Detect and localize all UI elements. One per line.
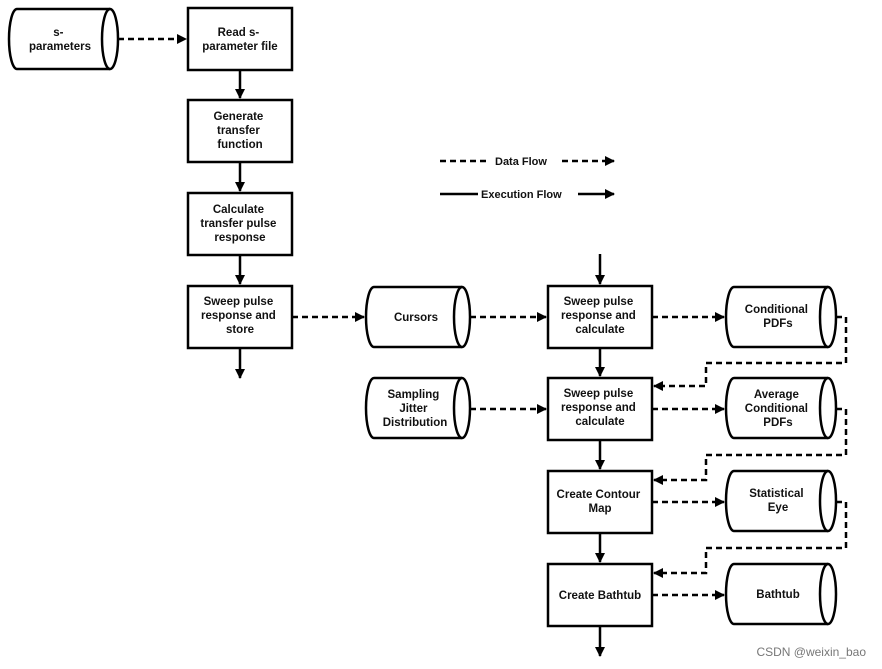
generate-label: Generate transfer function (213, 111, 266, 151)
data-arrow-conditional-to-calc2 (653, 315, 848, 391)
datastore-statistical-eye: Statistical Eye (724, 469, 838, 533)
statistical-eye-label: Statistical Eye (749, 488, 807, 514)
legend: Data Flow Execution Flow (440, 156, 615, 201)
datastore-cursors: Cursors (364, 285, 472, 349)
s-parameters-label: s- parameters (29, 27, 91, 53)
process-generate-transfer-function: Generate transfer function (186, 98, 294, 164)
create-bathtub-label: Create Bathtub (559, 590, 641, 602)
legend-exec-flow-label: Execution Flow (481, 189, 562, 201)
datastore-bathtub: Bathtub (724, 562, 838, 626)
contour-map-label: Create Contour Map (557, 489, 644, 515)
process-sweep-store: Sweep pulse response and store (186, 284, 294, 350)
datastore-conditional-pdfs: Conditional PDFs (724, 285, 838, 349)
sweep-calc-1-label: Sweep pulse response and calculate (561, 296, 639, 336)
process-sweep-calculate-2: Sweep pulse response and calculate (546, 376, 654, 442)
data-arrow-stateye-to-bathtub (653, 500, 848, 578)
cursors-label: Cursors (394, 312, 438, 324)
process-read-file: Read s- parameter file (186, 6, 294, 72)
data-arrow-average-to-contour (653, 407, 848, 485)
watermark: CSDN @weixin_bao (756, 645, 866, 659)
datastore-average-conditional-pdfs: Average Conditional PDFs (724, 376, 838, 440)
bathtub-label: Bathtub (756, 589, 799, 601)
conditional-pdfs-label: Conditional PDFs (745, 304, 811, 330)
calculate-label: Calculate transfer pulse response (200, 204, 279, 244)
datastore-s-parameters: s- parameters (7, 7, 120, 71)
process-calculate-pulse-response: Calculate transfer pulse response (186, 191, 294, 257)
sweep-store-label: Sweep pulse response and store (201, 296, 279, 336)
execution-flow-arrows (235, 70, 605, 657)
read-file-label: Read s- parameter file (202, 27, 277, 53)
avg-conditional-pdfs-label: Average Conditional PDFs (745, 389, 811, 429)
process-sweep-calculate-1: Sweep pulse response and calculate (546, 284, 654, 350)
data-flow-arrows (118, 34, 848, 600)
sampling-jitter-label: Sampling Jitter Distribution (383, 389, 448, 429)
process-create-contour-map: Create Contour Map (546, 469, 654, 535)
datastore-sampling-jitter: Sampling Jitter Distribution (364, 376, 472, 440)
sweep-calc-2-label: Sweep pulse response and calculate (561, 388, 639, 428)
process-create-bathtub: Create Bathtub (546, 562, 654, 628)
legend-data-flow-label: Data Flow (495, 156, 547, 168)
